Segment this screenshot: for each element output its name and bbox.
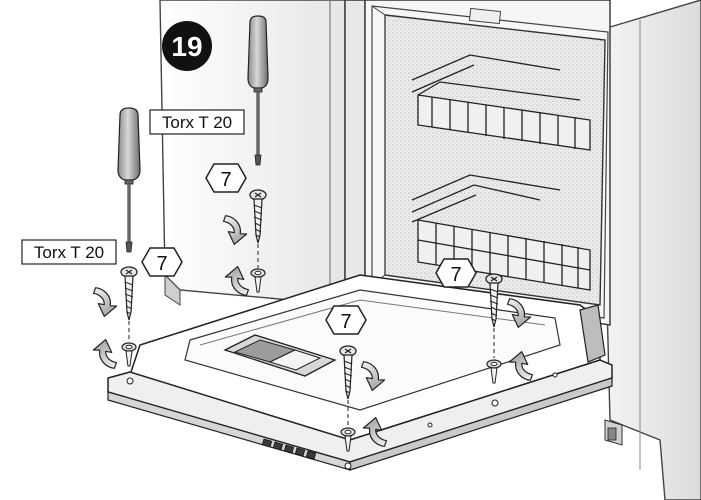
screw-lower-left-top <box>120 266 138 321</box>
tool-label-lower-text: Torx T 20 <box>34 243 104 262</box>
tool-label-upper-text: Torx T 20 <box>162 113 232 132</box>
upper-basket <box>411 54 591 151</box>
callout-hex-right: 7 <box>435 258 477 288</box>
arrow-left-down <box>86 286 121 320</box>
step-number: 19 <box>171 31 202 62</box>
callout-left-text: 7 <box>156 253 167 275</box>
screwdriver-lower <box>117 107 141 253</box>
cabinet-right <box>599 0 701 500</box>
callout-center-text: 7 <box>340 311 351 333</box>
callout-hex-left: 7 <box>141 247 183 277</box>
callout-upper-text: 7 <box>220 169 231 191</box>
arrow-left-up <box>89 336 124 370</box>
callout-hex-center: 7 <box>325 305 367 335</box>
callout-hex-upper: 7 <box>205 163 247 193</box>
screw-center-bottom <box>340 427 356 437</box>
detergent-dispenser <box>223 334 337 377</box>
screw-lower-left-bottom <box>121 342 137 352</box>
screwdriver-upper <box>247 15 269 166</box>
alignment-lines <box>128 244 495 427</box>
step-number-badge: 19 <box>162 21 212 71</box>
callout-right-text: 7 <box>450 264 461 286</box>
tool-label-upper: Torx T 20 <box>149 109 245 135</box>
tool-label-lower: Torx T 20 <box>21 239 117 265</box>
screw-right-bottom <box>486 359 502 369</box>
dishwasher-door <box>107 274 613 471</box>
control-buttons <box>261 438 317 460</box>
screw-upper-left-bottom <box>250 268 266 278</box>
